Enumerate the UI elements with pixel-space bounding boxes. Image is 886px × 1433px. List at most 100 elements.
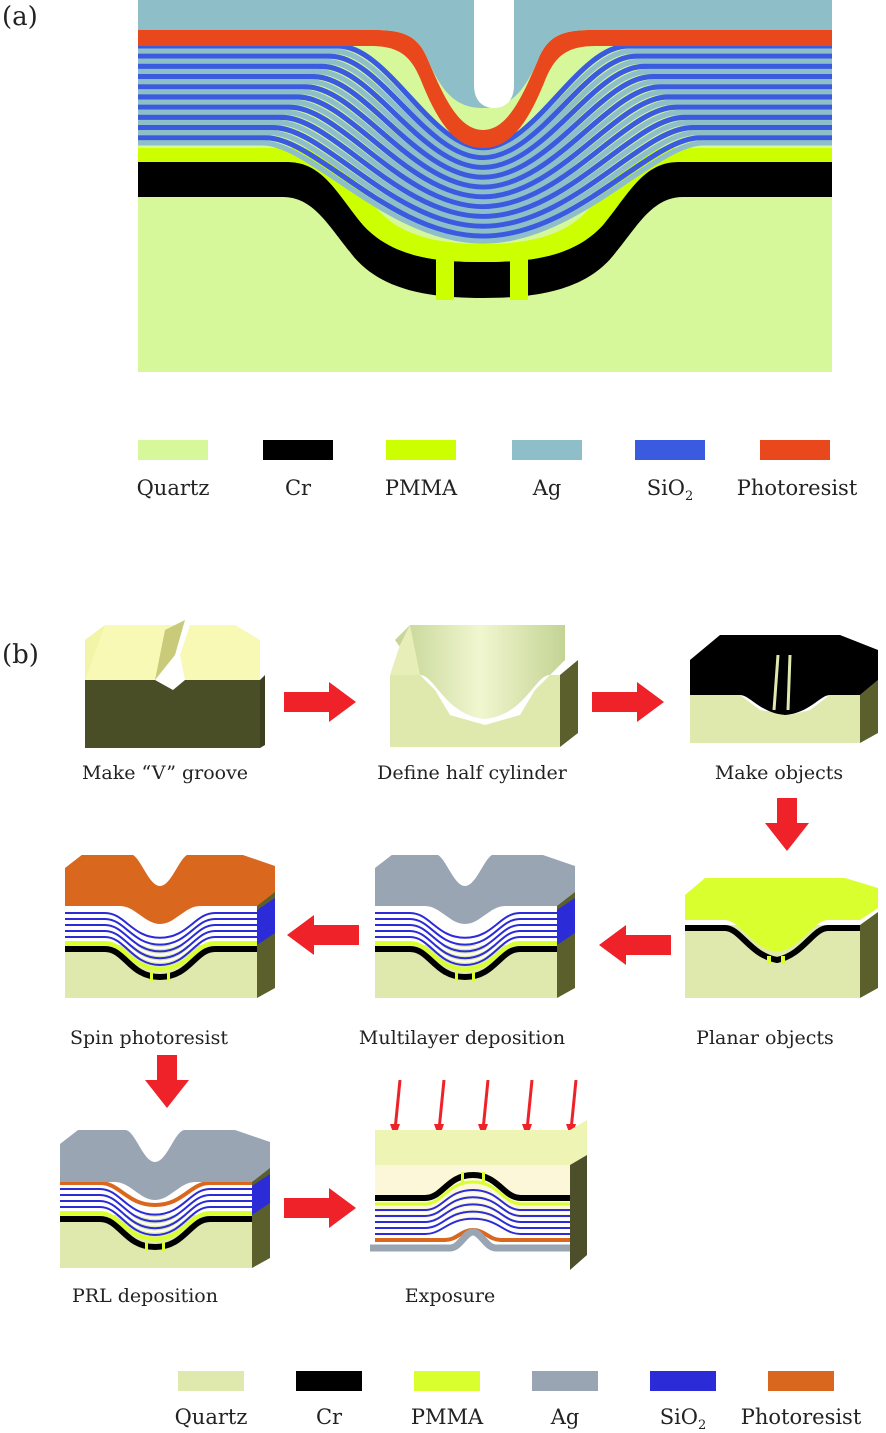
stack-line — [375, 924, 557, 953]
stack-line — [375, 1214, 570, 1232]
cr-slot — [167, 971, 170, 981]
light-arrow-shaft — [437, 1080, 446, 1131]
stack-band — [138, 104, 832, 210]
cr-layer — [138, 162, 832, 298]
stack-line — [375, 927, 557, 956]
legend-a-swatch-ag — [512, 440, 582, 460]
stack-line — [60, 1194, 252, 1223]
cr-band — [375, 946, 557, 981]
legend-a-swatch-photoresist — [760, 440, 830, 460]
groove-gap — [474, 0, 514, 108]
sio2-subscript: 2 — [685, 489, 694, 505]
legend-b-label-sio2: SiO2 — [608, 1405, 758, 1433]
sio2-b-subscript: 2 — [698, 1418, 707, 1433]
substrate-front — [375, 945, 557, 998]
sio2-b-text: SiO — [659, 1405, 699, 1429]
stack-line — [375, 915, 557, 943]
legend-b-swatch-photoresist — [768, 1371, 834, 1391]
stack-line — [60, 1191, 252, 1220]
legend-b-swatch-pmma — [414, 1371, 480, 1391]
stack-band — [138, 58, 832, 166]
step-label-planar-objects: Planar objects — [696, 1027, 834, 1049]
stack-line — [60, 1206, 252, 1237]
v-groove-block — [85, 620, 265, 748]
legend-a-label-cr: Cr — [284, 476, 312, 500]
stack-band — [138, 114, 832, 220]
stack-line — [65, 915, 257, 943]
legend-a-swatch-sio2 — [635, 440, 705, 460]
stack-band — [138, 130, 832, 234]
stack-line — [65, 933, 257, 963]
top-surface — [60, 1130, 270, 1200]
multilayer-deposition-block — [375, 855, 575, 998]
make-objects-block — [690, 635, 878, 743]
stack-line — [375, 930, 557, 960]
legend-b-swatch-quartz — [178, 1371, 244, 1391]
stack-line — [375, 1188, 570, 1211]
stack-band — [138, 68, 832, 176]
cr-arch — [375, 1171, 570, 1201]
cr-slot — [145, 1241, 148, 1251]
step-label-half-cylinder: Define half cylinder — [377, 762, 567, 784]
stack-line — [375, 1192, 570, 1214]
stack-line — [65, 918, 257, 946]
stack-band — [138, 125, 832, 230]
sio2-text: SiO — [646, 476, 686, 500]
legend-b-label-quartz: Quartz — [174, 1405, 248, 1429]
legend-b-swatch-sio2 — [650, 1371, 716, 1391]
legend-a-swatch-quartz — [138, 440, 208, 460]
stack-line — [60, 1197, 252, 1226]
stack-line — [375, 1206, 570, 1226]
stack-band — [138, 84, 832, 190]
light-arrow-shaft — [569, 1080, 578, 1131]
stack-line — [65, 936, 257, 967]
stack-line — [375, 1199, 570, 1220]
legend-b-label-ag: Ag — [550, 1405, 580, 1429]
stack-line — [375, 1217, 570, 1235]
exposure-block — [370, 1080, 587, 1270]
legend-b-swatch-ag — [532, 1371, 598, 1391]
stack-line — [65, 927, 257, 956]
cr-slot — [461, 1172, 464, 1182]
arrow-right-2 — [592, 682, 664, 722]
stack-line — [375, 936, 557, 967]
stack-line — [375, 912, 557, 939]
stack-line — [60, 1200, 252, 1230]
step-label-make-objects: Make objects — [714, 762, 844, 784]
stack-band — [138, 94, 832, 200]
cr-slot — [150, 971, 153, 981]
stack-band — [138, 140, 832, 244]
stack-line — [375, 933, 557, 963]
cr-slot — [162, 1241, 165, 1251]
stack-line — [375, 1210, 570, 1229]
step-label-exposure: Exposure — [404, 1285, 496, 1307]
arrow-right-1 — [284, 682, 356, 722]
pmma-layer — [138, 148, 832, 262]
arrow-down-1 — [765, 798, 809, 851]
stack-band — [138, 74, 832, 181]
legend-a-label-photoresist: Photoresist — [736, 476, 858, 500]
stack-line — [375, 1203, 570, 1223]
light-arrow-shaft — [481, 1080, 490, 1131]
cr-gap-left — [436, 258, 454, 300]
photoresist-layer — [138, 30, 832, 148]
legend-a-label-pmma: PMMA — [384, 476, 458, 500]
stack-line — [60, 1203, 252, 1233]
legend-a-label-sio2: SiO2 — [595, 476, 745, 504]
stack-band — [138, 89, 832, 195]
cr-band — [60, 1216, 252, 1251]
stack-line — [375, 918, 557, 946]
step-label-prl-deposition: PRL deposition — [72, 1285, 218, 1307]
ag-bottom — [370, 1228, 570, 1252]
arrow-left-2 — [287, 915, 359, 955]
pmma-arch — [375, 1180, 570, 1206]
light-arrow-shaft — [393, 1080, 402, 1131]
cr-slot — [455, 971, 458, 981]
pmma-band — [60, 1211, 252, 1242]
step-label-multilayer-deposition: Multilayer deposition — [358, 1027, 566, 1049]
cr-slot — [482, 1172, 485, 1182]
multilayer-stack — [138, 43, 832, 244]
stack-line — [65, 924, 257, 953]
arrow-down-2 — [145, 1055, 189, 1108]
quartz-body — [375, 1165, 570, 1220]
